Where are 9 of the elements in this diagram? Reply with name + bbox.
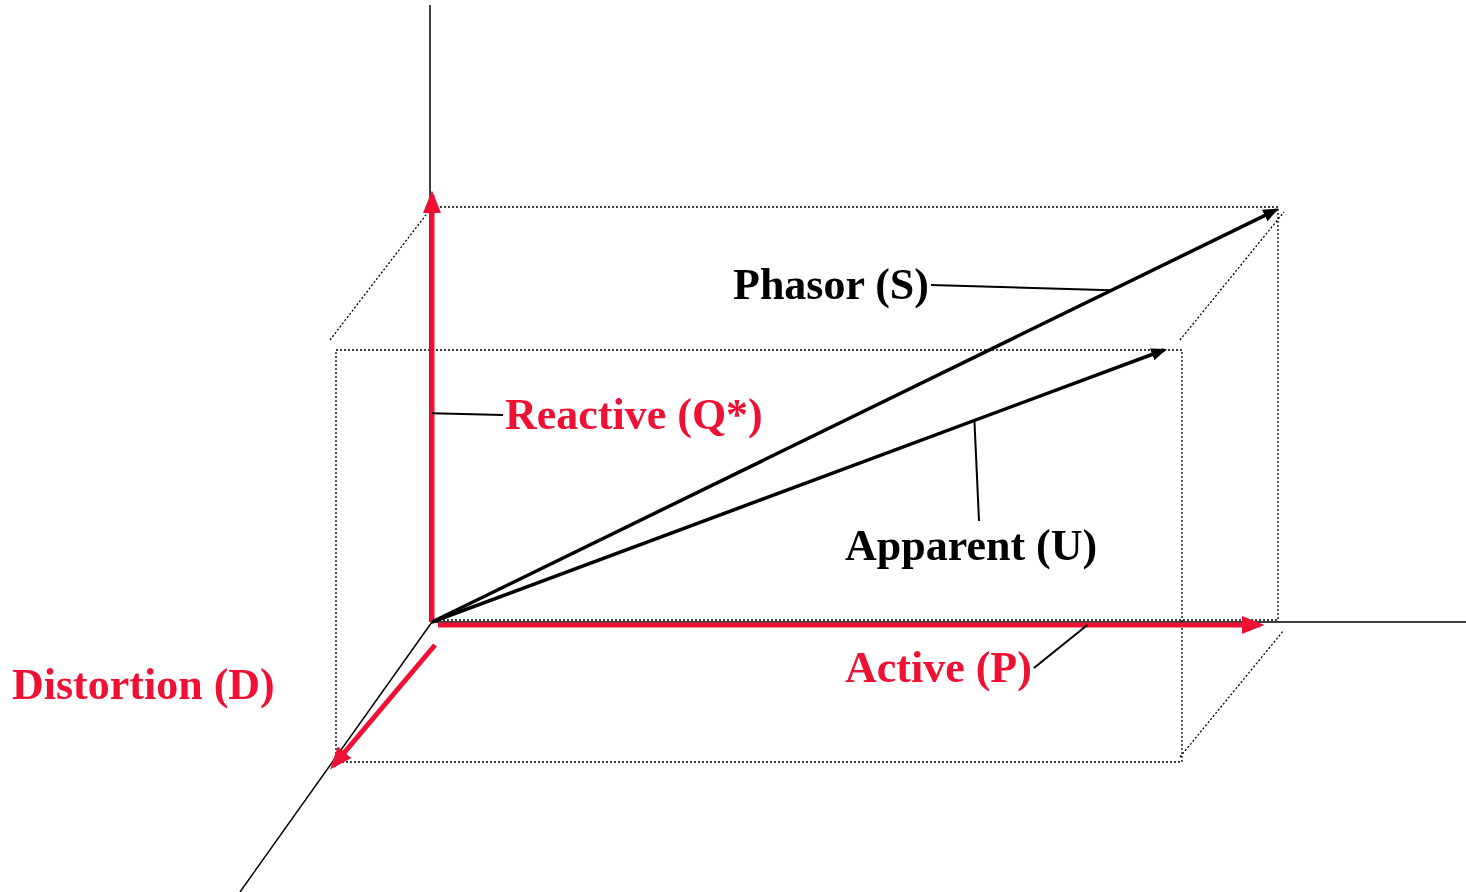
leader-line [431,412,504,417]
leader-line [973,419,980,522]
leader-line [1032,624,1089,670]
vector-label: Active (P) [845,645,1032,692]
vector-label: Reactive (Q*) [505,392,763,439]
vector-label: Phasor (S) [733,262,929,309]
axis-label: Distortion (D) [12,662,275,709]
vector-label: Apparent (U) [845,523,1098,570]
leader-line [930,284,1113,292]
